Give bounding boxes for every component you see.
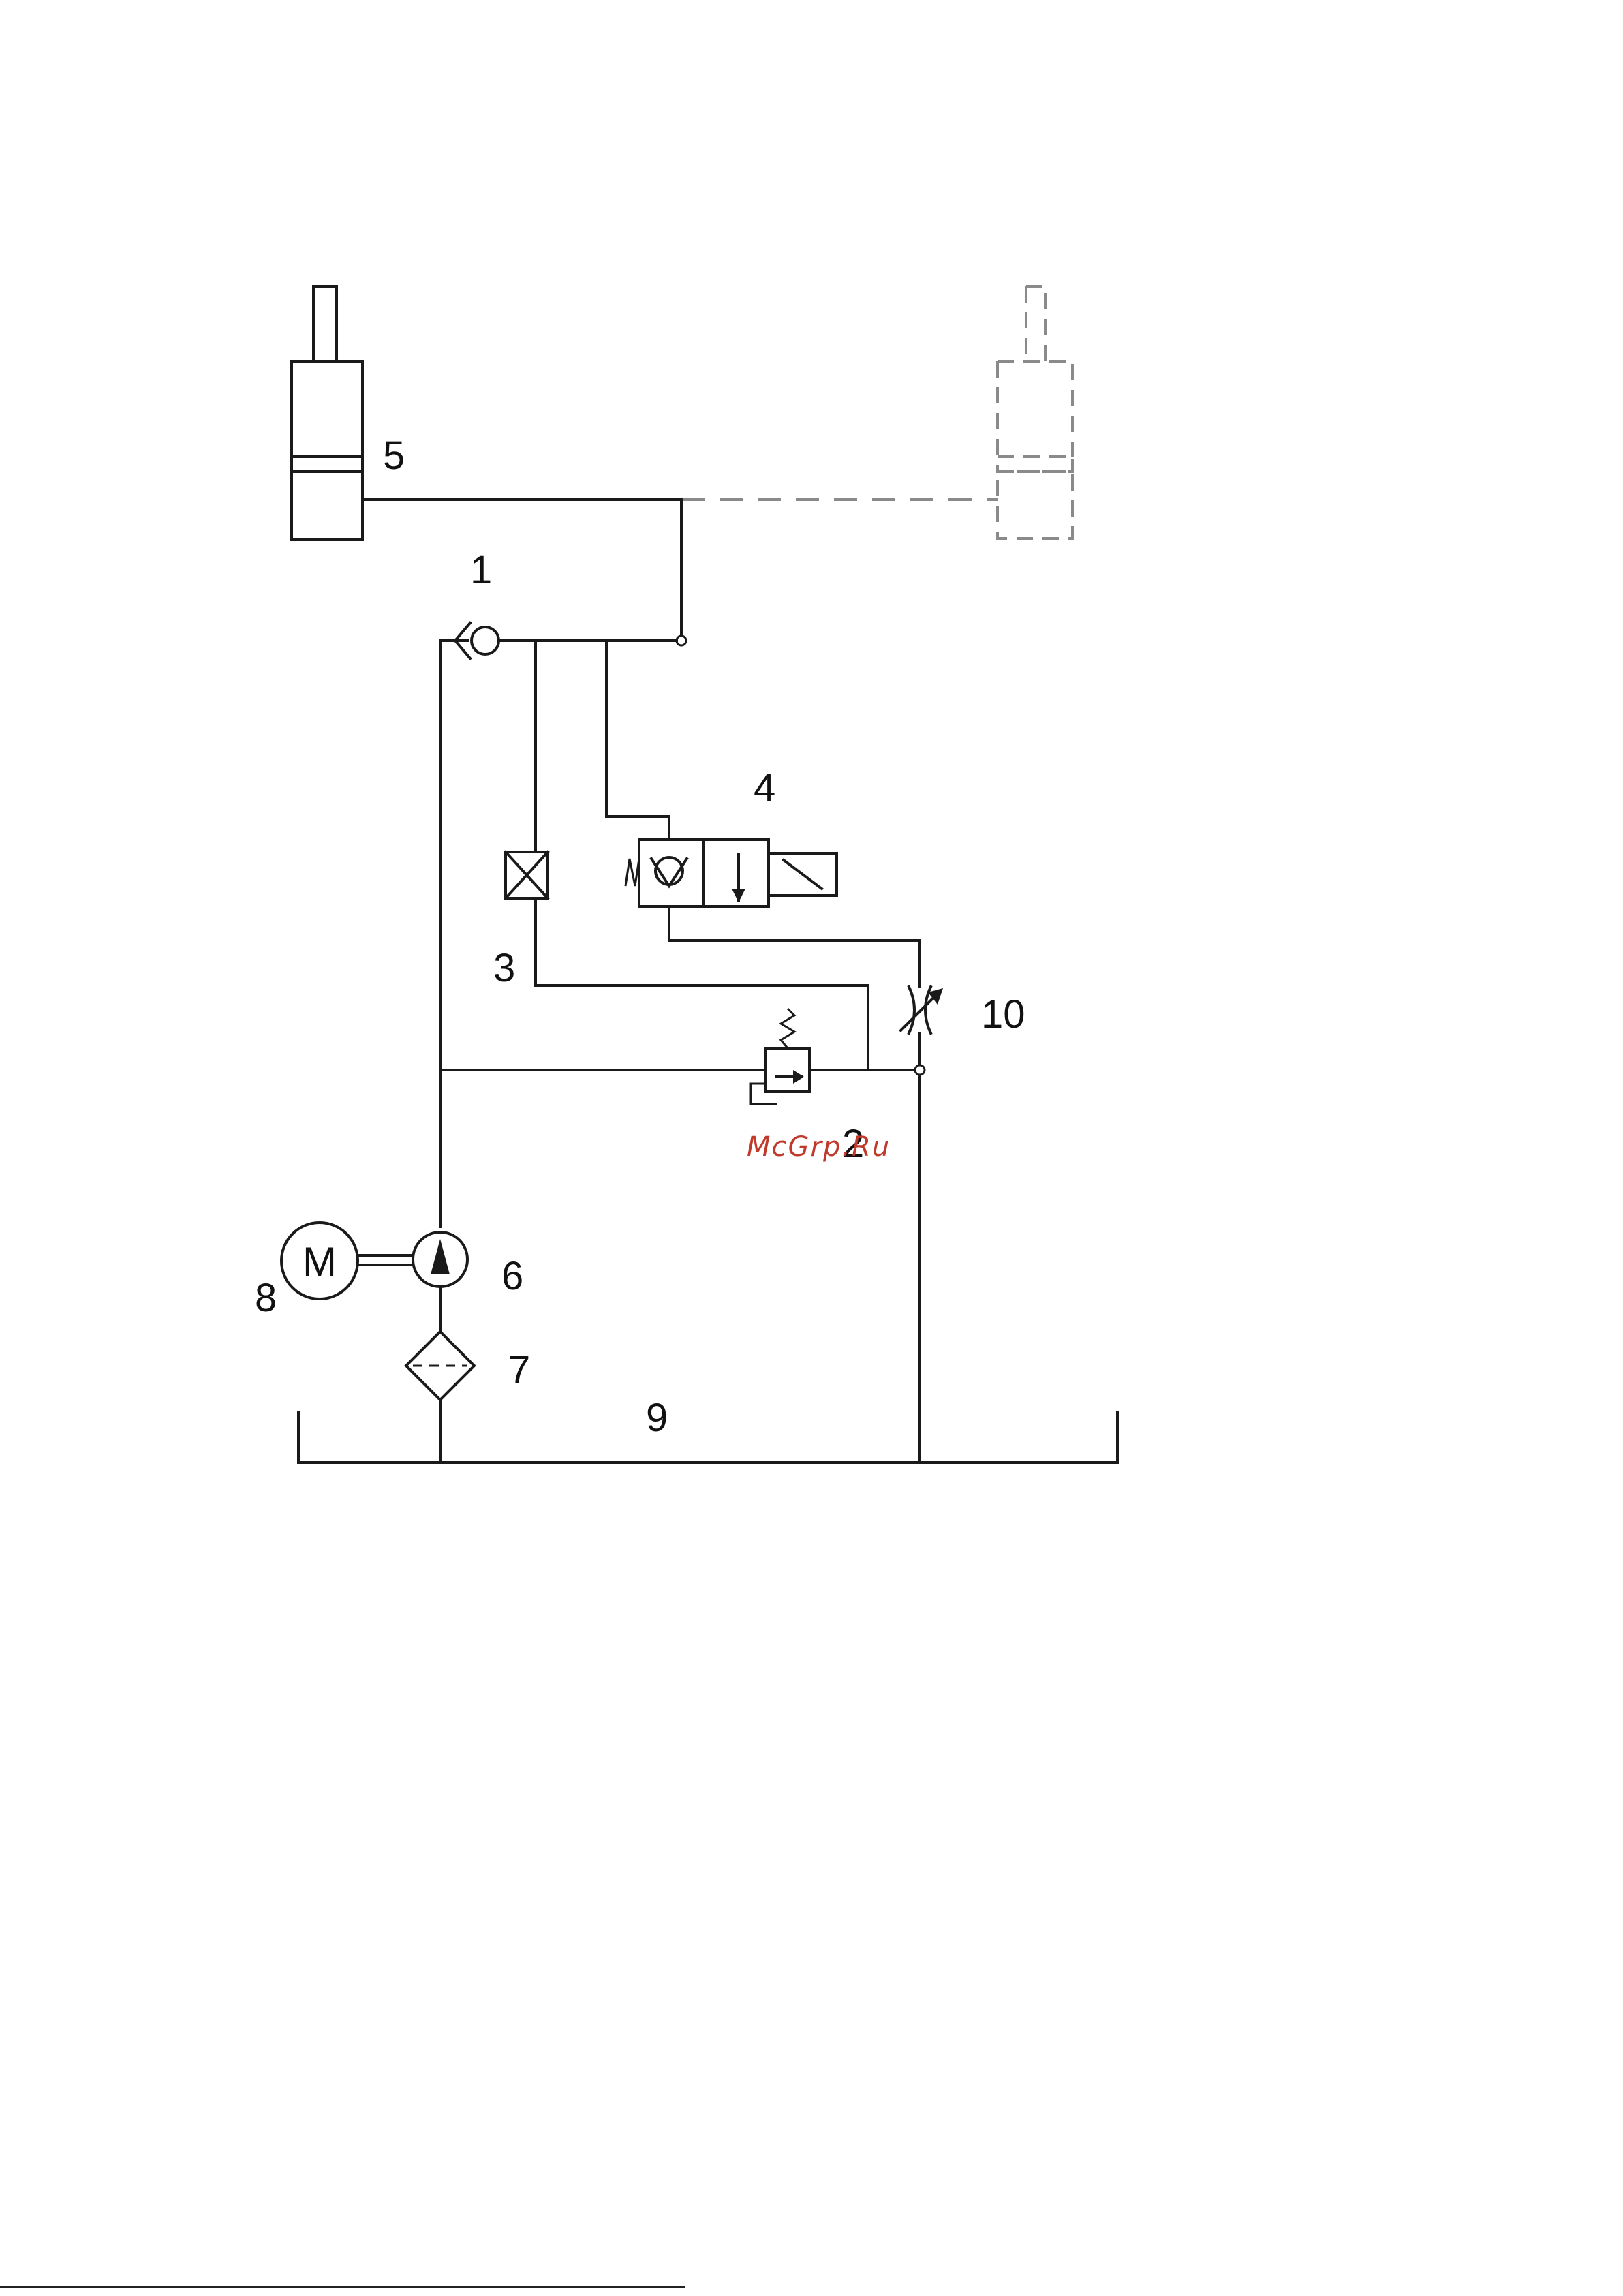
label-4: 4: [754, 766, 775, 810]
label-9: 9: [646, 1396, 668, 1440]
component-labels: 5 1 4 3 10 2 6 8 7 9: [255, 433, 1025, 1440]
cylinder-5: [292, 286, 362, 540]
solenoid-valve-4: [625, 840, 920, 940]
label-8: 8: [255, 1276, 277, 1320]
junction-dot: [915, 1065, 925, 1075]
motor-8: M: [281, 1223, 413, 1299]
filter-7: [406, 1287, 474, 1463]
footer-rule: [0, 2286, 685, 2288]
label-3: 3: [493, 946, 515, 990]
motor-symbol: M: [303, 1239, 337, 1285]
tank-9: [298, 1412, 1117, 1463]
junction-dot: [677, 636, 686, 645]
cylinder-ghost: [998, 286, 1072, 538]
branch-valve-4: [606, 641, 669, 840]
pump-6: [413, 1232, 467, 1287]
label-1: 1: [470, 548, 492, 592]
label-10: 10: [981, 992, 1025, 1037]
label-7: 7: [508, 1348, 530, 1392]
label-6: 6: [501, 1254, 523, 1298]
throttle-10: [901, 940, 943, 1463]
cylinder-supply-line: [362, 500, 998, 645]
watermark: McGrp.Ru: [747, 1131, 891, 1163]
relief-valve-2: [440, 1009, 915, 1104]
label-5: 5: [383, 433, 405, 478]
